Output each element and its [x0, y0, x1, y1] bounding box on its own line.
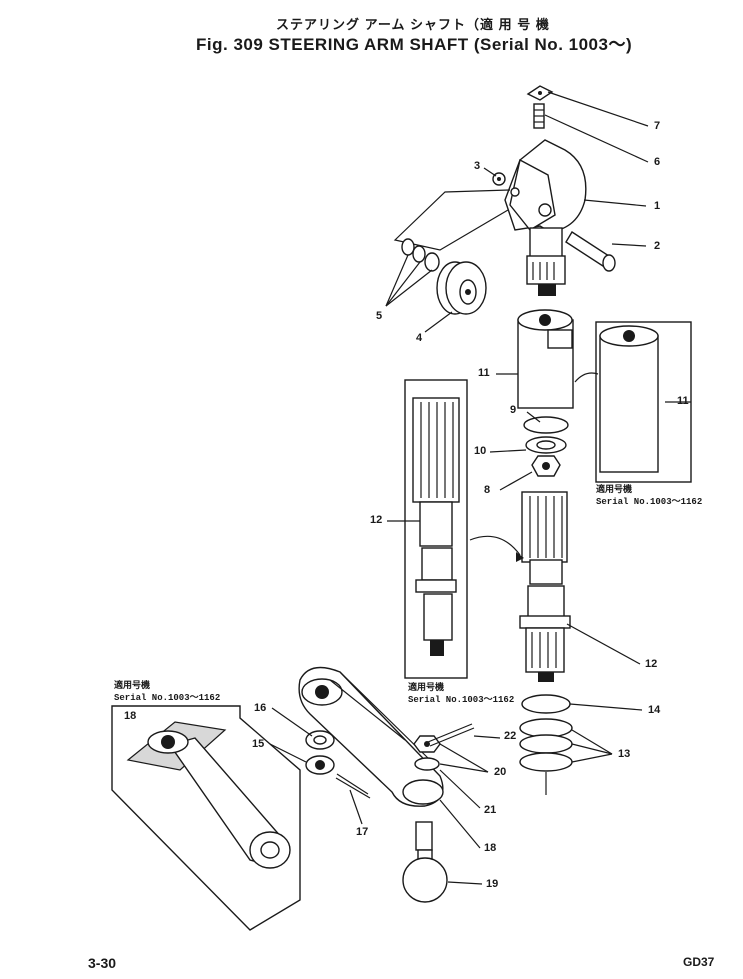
inset-arrow-12: [469, 535, 521, 556]
callout-7: 7: [654, 120, 661, 132]
part-21-washer: [414, 757, 440, 771]
figure-title-japanese: ステアリング アーム シャフト（適 用 号 機: [276, 17, 550, 32]
inset-note-11-jp: 適用号機: [596, 485, 633, 495]
callout-9: 9: [510, 404, 517, 416]
callout-3: 3: [474, 160, 481, 172]
callout-21: 21: [484, 804, 497, 816]
document-code: GD37: [683, 955, 715, 969]
callout-6: 6: [654, 156, 661, 168]
part-15-nut: [305, 755, 335, 775]
callout-11-main: 11: [478, 367, 490, 379]
callout-18-main: 18: [484, 842, 497, 854]
inset-note-18-jp: 適用号機: [114, 681, 151, 691]
callout-12-inset: 12: [370, 514, 383, 526]
callout-20: 20: [494, 766, 507, 778]
inset-note-18: 適用号機 Serial No.1003～1162: [114, 680, 220, 704]
callout-19: 19: [486, 878, 499, 890]
callout-1: 1: [654, 200, 661, 212]
part-2-pin: [565, 231, 616, 272]
exploded-leader: [393, 189, 511, 251]
inset-note-12-jp: 適用号機: [408, 683, 445, 693]
part-6-bolt: [533, 103, 545, 129]
callout-11-inset: 11: [677, 395, 689, 407]
part-10-washer: [525, 436, 567, 454]
part-9-washer: [523, 416, 569, 434]
callout-leaders: [269, 91, 691, 885]
callout-14: 14: [648, 704, 661, 716]
callout-10: 10: [474, 445, 487, 457]
part-7-lock-plate: [526, 85, 554, 101]
part-22-pin: [427, 723, 475, 747]
callout-4: 4: [416, 332, 423, 344]
callout-16: 16: [254, 702, 267, 714]
inset-note-11-serial: Serial No.1003～1162: [596, 497, 703, 507]
part-13-shims: [519, 718, 573, 772]
part-12-shaft: [519, 491, 571, 682]
part-18-pitman-arm: [298, 666, 444, 807]
part-19-ball-stud: [402, 821, 448, 903]
callout-13: 13: [618, 748, 631, 760]
part-4-roller: [436, 261, 487, 315]
callout-8: 8: [484, 484, 491, 496]
callout-12-main: 12: [645, 658, 658, 670]
callout-15: 15: [252, 738, 265, 750]
part-18-arm-inset: [111, 705, 301, 931]
part-5-washers: [401, 238, 440, 272]
part-11-sleeve: [517, 309, 574, 409]
callout-5: 5: [376, 310, 383, 322]
callout-18-inset: 18: [124, 710, 137, 722]
inset-note-12: 適用号機 Serial No.1003～1162: [408, 682, 514, 706]
figure-title: Fig. 309 STEERING ARM SHAFT (Serial No. …: [196, 35, 633, 54]
inset-arrowhead-12: [516, 552, 524, 562]
part-14-o-ring: [521, 694, 571, 714]
part-16-washer: [305, 730, 335, 750]
inset-note-11: 適用号機 Serial No.1003～1162: [596, 484, 702, 508]
part-17-cotter-pin: [335, 773, 371, 799]
page-number: 3-30: [88, 955, 117, 971]
callout-17: 17: [356, 826, 369, 838]
part-12-shaft-inset: [404, 379, 468, 679]
inset-arrow-11: [574, 372, 599, 383]
part-8-nut: [531, 455, 561, 477]
part-1-steering-arm: [504, 139, 587, 296]
callout-2: 2: [654, 240, 661, 252]
inset-note-18-serial: Serial No.1003～1162: [114, 693, 221, 703]
inset-note-12-serial: Serial No.1003～1162: [408, 695, 515, 705]
callout-22: 22: [504, 730, 517, 742]
